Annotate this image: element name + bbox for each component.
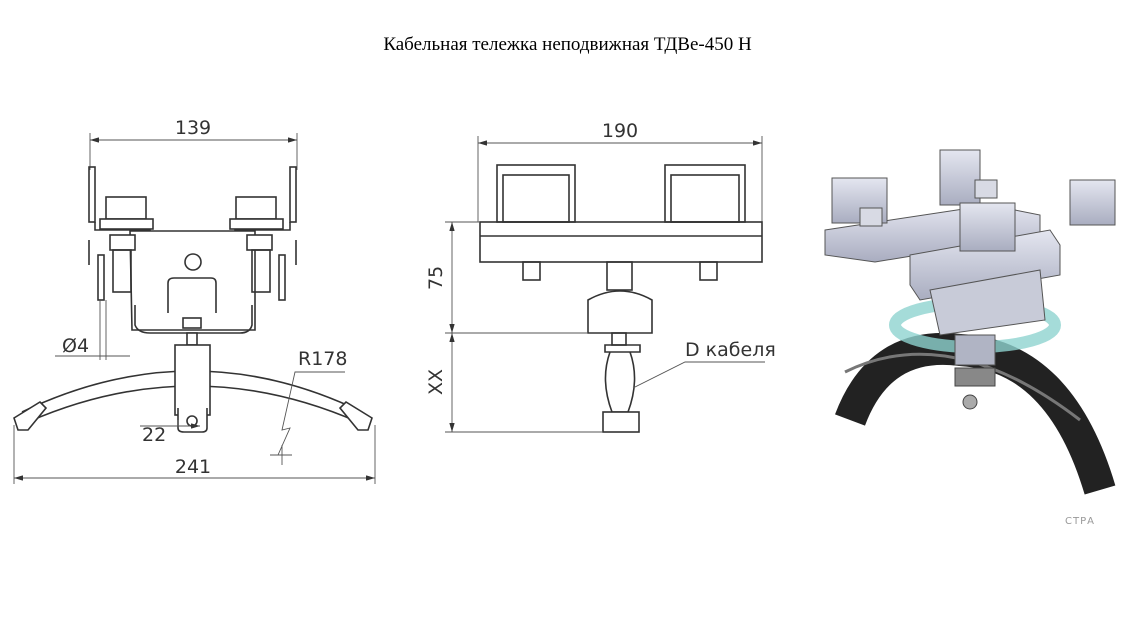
dim-length: 190 (602, 120, 638, 142)
dim-radius: R178 (298, 348, 347, 370)
dim-bracket: 22 (142, 424, 166, 446)
dim-overall: 241 (175, 456, 211, 478)
dim-width: 139 (175, 117, 211, 139)
dim-hole: Ø4 (62, 335, 89, 357)
drawing-title: Кабельная тележка неподвижная ТДВе-450 Н (383, 34, 752, 55)
dim-height: 75 (425, 266, 447, 290)
side-view: 190 75 XX D кабеля (425, 120, 776, 433)
render-view: СТРА (824, 149, 1116, 527)
watermark: СТРА (1065, 516, 1095, 527)
front-view: 139 Ø4 R178 22 241 (13, 117, 376, 484)
dim-cable-height: XX (425, 369, 447, 395)
cable-diameter-label: D кабеля (685, 339, 776, 361)
